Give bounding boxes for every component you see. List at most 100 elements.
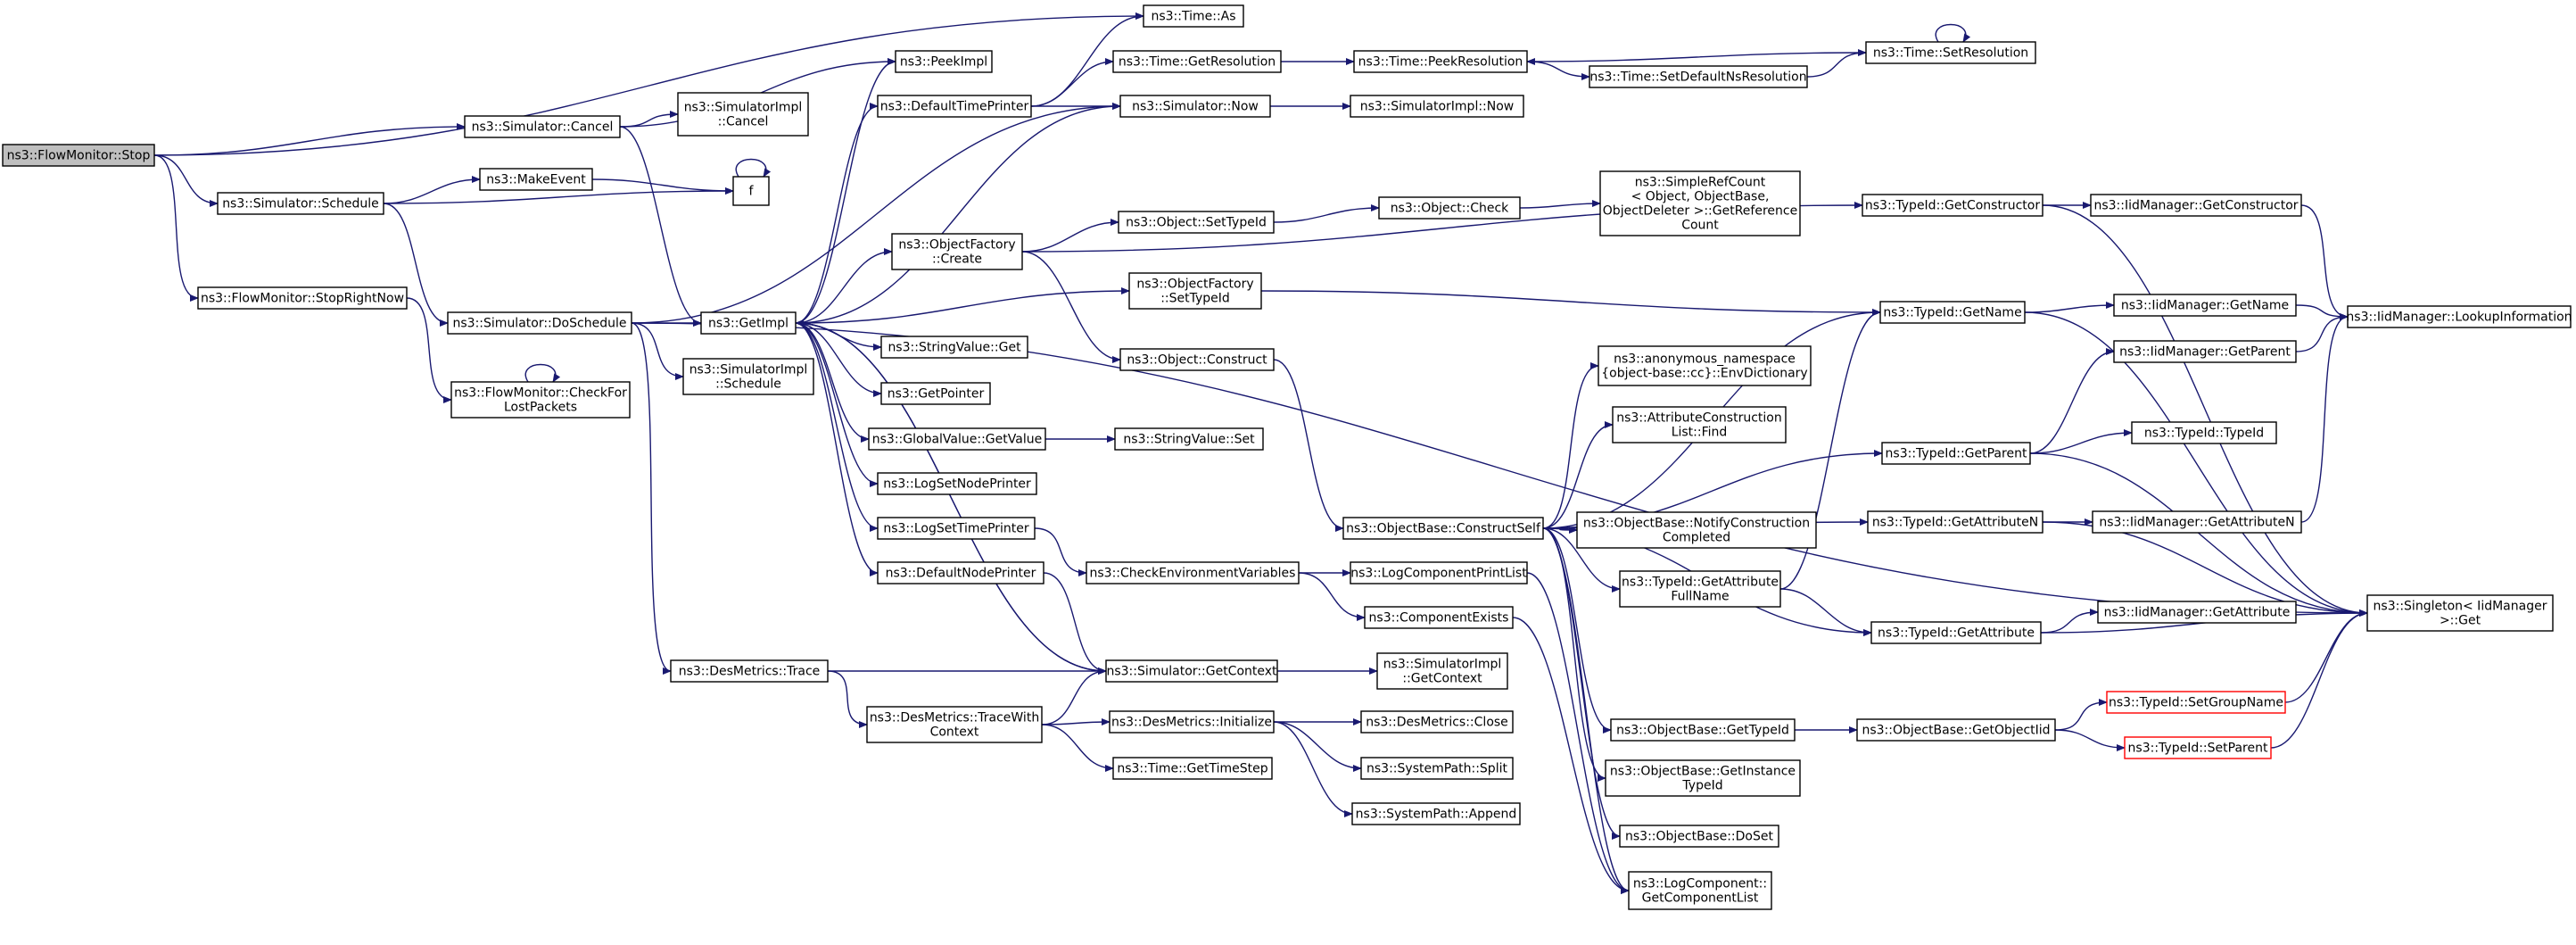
node-label: GetComponentList: [1642, 891, 1759, 906]
node-objfactory-create[interactable]: ns3::ObjectFactory::Create: [891, 233, 1023, 270]
node-f[interactable]: f: [732, 176, 770, 206]
node-objbase-getobjectiid[interactable]: ns3::ObjectBase::GetObjectIid: [1856, 718, 2056, 742]
node-iid-lookup[interactable]: ns3::IidManager::LookupInformation: [2346, 305, 2572, 328]
node-time-peekres[interactable]: ns3::Time::PeekResolution: [1353, 50, 1528, 73]
node-time-setdefaultres[interactable]: ns3::Time::SetDefaultNsResolution: [1589, 65, 1808, 88]
node-box: [447, 311, 632, 335]
node-stringvalue-get[interactable]: ns3::StringValue::Get: [880, 336, 1028, 359]
node-box: [1610, 718, 1796, 742]
node-typeid-getparent[interactable]: ns3::TypeId::GetParent: [1881, 442, 2031, 465]
node-stop[interactable]: ns3::FlowMonitor::Stop: [2, 144, 155, 167]
node-simimpl-schedule[interactable]: ns3::SimulatorImpl::Schedule: [682, 358, 814, 395]
node-typeid-getconstructor[interactable]: ns3::TypeId::GetConstructor: [1862, 194, 2043, 217]
node-defaultnodeprinter[interactable]: ns3::DefaultNodePrinter: [877, 561, 1044, 584]
node-objfactory-settypeid[interactable]: ns3::ObjectFactory::SetTypeId: [1128, 272, 1262, 310]
node-iid-getattribute[interactable]: ns3::IidManager::GetAttribute: [2097, 601, 2297, 624]
edge-objbase-constructself-to-typeid-getattributefullname: [1542, 527, 1621, 593]
node-box: [2090, 194, 2302, 217]
node-typeid-getattributen[interactable]: ns3::TypeId::GetAttributeN: [1867, 510, 2043, 534]
node-box: [1353, 50, 1528, 73]
node-simimpl-now[interactable]: ns3::SimulatorImpl::Now: [1350, 95, 1524, 118]
node-box: [1086, 561, 1300, 584]
node-label: ns3::AttributeConstruction: [1616, 411, 1781, 426]
node-stringvalue-set[interactable]: ns3::StringValue::Set: [1114, 427, 1264, 451]
node-logcomponent-getcomponentlist[interactable]: ns3::LogComponent::GetComponentList: [1628, 871, 1772, 910]
node-systempath-split[interactable]: ns3::SystemPath::Split: [1360, 757, 1514, 780]
node-label: ns3::TypeId::GetAttribute: [1622, 576, 1779, 590]
node-flow-stoprightnow[interactable]: ns3::FlowMonitor::StopRightNow: [197, 286, 408, 310]
node-systempath-append[interactable]: ns3::SystemPath::Append: [1351, 802, 1521, 825]
node-typeid-typeid[interactable]: ns3::TypeId::TypeId: [2131, 421, 2277, 444]
node-obj-check[interactable]: ns3::Object::Check: [1378, 196, 1521, 220]
node-box: [1612, 406, 1787, 443]
node-sim-schedule[interactable]: ns3::Simulator::Schedule: [217, 192, 384, 215]
node-sim-doschedule[interactable]: ns3::Simulator::DoSchedule: [447, 311, 632, 335]
node-label: ns3::ObjectBase::GetInstance: [1610, 765, 1796, 779]
node-typeid-setgroupname[interactable]: ns3::TypeId::SetGroupName: [2106, 691, 2286, 714]
node-desmetrics-trace[interactable]: ns3::DesMetrics::Trace: [670, 659, 829, 683]
node-obj-construct[interactable]: ns3::Object::Construct: [1119, 348, 1275, 371]
edge-typeid-getconstructor-to-singleton-get: [2042, 204, 2368, 617]
node-typeid-getattribute[interactable]: ns3::TypeId::GetAttribute: [1870, 621, 2042, 644]
node-sim-getcontext[interactable]: ns3::Simulator::GetContext: [1105, 659, 1278, 683]
node-simimpl-cancel[interactable]: ns3::SimulatorImpl::Cancel: [677, 92, 809, 137]
node-time-gettimestep[interactable]: ns3::Time::GetTimeStep: [1112, 757, 1273, 780]
node-logsettimeprinter[interactable]: ns3::LogSetTimePrinter: [877, 517, 1036, 540]
edge-objbase-constructself-to-logcomponent-getcomponentlist: [1542, 527, 1630, 894]
node-iid-getconstructor[interactable]: ns3::IidManager::GetConstructor: [2090, 194, 2302, 217]
node-box: [1119, 348, 1275, 371]
node-singleton-get[interactable]: ns3::Singleton< IidManager >::Get: [2366, 594, 2554, 632]
node-box: [1119, 95, 1271, 118]
node-time-getres[interactable]: ns3::Time::GetResolution: [1112, 50, 1282, 73]
node-iid-getattributen[interactable]: ns3::IidManager::GetAttributeN: [2092, 510, 2302, 534]
node-objbase-constructself[interactable]: ns3::ObjectBase::ConstructSelf: [1342, 517, 1544, 540]
node-box: [1619, 570, 1781, 608]
node-getimpl[interactable]: ns3::GetImpl: [700, 311, 797, 335]
node-logsetnodeprinter[interactable]: ns3::LogSetNodePrinter: [877, 472, 1037, 495]
node-globalvalue-getvalue[interactable]: ns3::GlobalValue::GetValue: [868, 427, 1046, 451]
edge-sim-doschedule-to-sim-now: [631, 103, 1121, 324]
node-envdictionary[interactable]: ns3::anonymous_namespace{object-base::cc…: [1598, 345, 1812, 386]
node-defaulttimeprinter[interactable]: ns3::DefaultTimePrinter: [877, 95, 1032, 118]
node-objbase-doset[interactable]: ns3::ObjectBase::DoSet: [1619, 825, 1779, 848]
node-typeid-getname[interactable]: ns3::TypeId::GetName: [1879, 301, 2026, 324]
edge-stop-to-time-as: [153, 12, 1144, 156]
node-box: [868, 427, 1046, 451]
node-getpointer[interactable]: ns3::GetPointer: [880, 382, 991, 405]
node-desmetrics-close[interactable]: ns3::DesMetrics::Close: [1360, 710, 1514, 734]
node-simplerefcount[interactable]: ns3::SimpleRefCount< Object, ObjectBase,…: [1599, 170, 1801, 236]
node-box: [1619, 825, 1779, 848]
node-time-setres[interactable]: ns3::Time::SetResolution: [1865, 41, 2036, 64]
edge-getimpl-to-peekimpl: [795, 58, 896, 324]
edge-objbase-getobjectiid-to-typeid-setparent: [2054, 729, 2126, 751]
node-sim-now[interactable]: ns3::Simulator::Now: [1119, 95, 1271, 118]
node-desmetrics-initialize[interactable]: ns3::DesMetrics::Initialize: [1109, 710, 1275, 734]
node-objbase-notifyconstructioncompleted[interactable]: ns3::ObjectBase::NotifyConstructionCompl…: [1576, 511, 1817, 549]
node-iid-getparent[interactable]: ns3::IidManager::GetParent: [2113, 340, 2297, 363]
node-makeevent[interactable]: ns3::MakeEvent: [479, 168, 593, 191]
node-objbase-gettypeid[interactable]: ns3::ObjectBase::GetTypeId: [1610, 718, 1796, 742]
node-obj-settypeid[interactable]: ns3::Object::SetTypeId: [1118, 211, 1275, 234]
node-box: [450, 381, 631, 419]
node-componentexists[interactable]: ns3::ComponentExists: [1364, 606, 1514, 629]
node-time-as[interactable]: ns3::Time::As: [1143, 4, 1244, 28]
node-logcomponentprintlist[interactable]: ns3::LogComponentPrintList: [1350, 561, 1528, 584]
node-iid-getname[interactable]: ns3::IidManager::GetName: [2113, 294, 2297, 317]
node-simimpl-getcontext[interactable]: ns3::SimulatorImpl::GetContext: [1376, 652, 1508, 690]
node-box: [2106, 691, 2286, 714]
node-sim-cancel[interactable]: ns3::Simulator::Cancel: [464, 115, 621, 138]
node-box: [682, 358, 814, 395]
edge-sim-doschedule-to-desmetrics-trace: [631, 322, 672, 675]
node-peekimpl[interactable]: ns3::PeekImpl: [895, 50, 993, 73]
edge-logcomponentprintlist-to-logcomponent-getcomponentlist: [1526, 572, 1630, 894]
node-label: ns3::SimulatorImpl: [689, 363, 808, 377]
node-checkenvvars[interactable]: ns3::CheckEnvironmentVariables: [1086, 561, 1300, 584]
node-label: ns3::ObjectFactory: [1136, 278, 1253, 292]
node-typeid-setparent[interactable]: ns3::TypeId::SetParent: [2124, 736, 2272, 759]
node-label: ::Cancel: [718, 115, 769, 129]
